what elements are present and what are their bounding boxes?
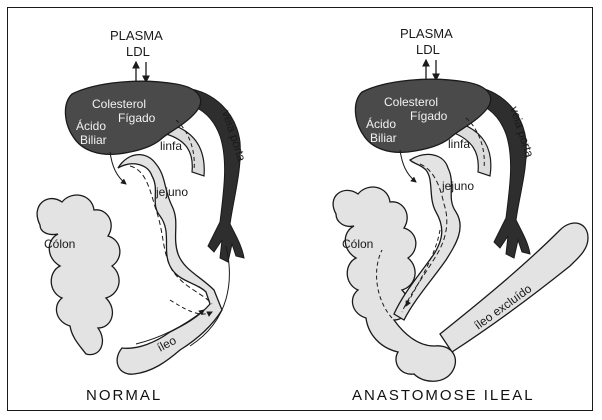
ldl-exchange-arrows [136, 62, 146, 82]
jejuno-label: jejuno [441, 179, 474, 193]
ldl-label: LDL [126, 44, 150, 59]
plasma-label: PLASMA [110, 28, 163, 43]
figado-label: Fígado [118, 111, 156, 125]
linfa-label: linfa [448, 137, 470, 151]
caption-normal: NORMAL [86, 387, 162, 404]
colesterol-label: Colesterol [92, 97, 146, 111]
ldl-label: LDL [416, 42, 440, 57]
panel-normal: PLASMA LDL Colesterol Fígado Ácido Bilia… [37, 28, 249, 404]
colon-label: Cólon [342, 237, 373, 251]
biliar-label: Biliar [370, 131, 397, 145]
jejuno-label: jejuno [155, 185, 188, 199]
linfa-label: linfa [160, 139, 182, 153]
acido-label: Ácido [76, 118, 106, 133]
colon-shape [333, 187, 455, 381]
colon-shape [37, 195, 120, 355]
panel-anastomose: PLASMA LDL Colesterol Fígado Ácido Bilia… [333, 26, 588, 404]
plasma-label: PLASMA [400, 26, 453, 41]
acido-label: Ácido [366, 116, 396, 131]
caption-anastomose: ANASTOMOSE ILEAL [352, 387, 535, 404]
ldl-exchange-arrows [426, 60, 436, 80]
colesterol-label: Colesterol [384, 95, 438, 109]
biliar-label: Biliar [80, 133, 107, 147]
colon-label: Cólon [44, 237, 75, 251]
figado-label: Fígado [410, 109, 448, 123]
